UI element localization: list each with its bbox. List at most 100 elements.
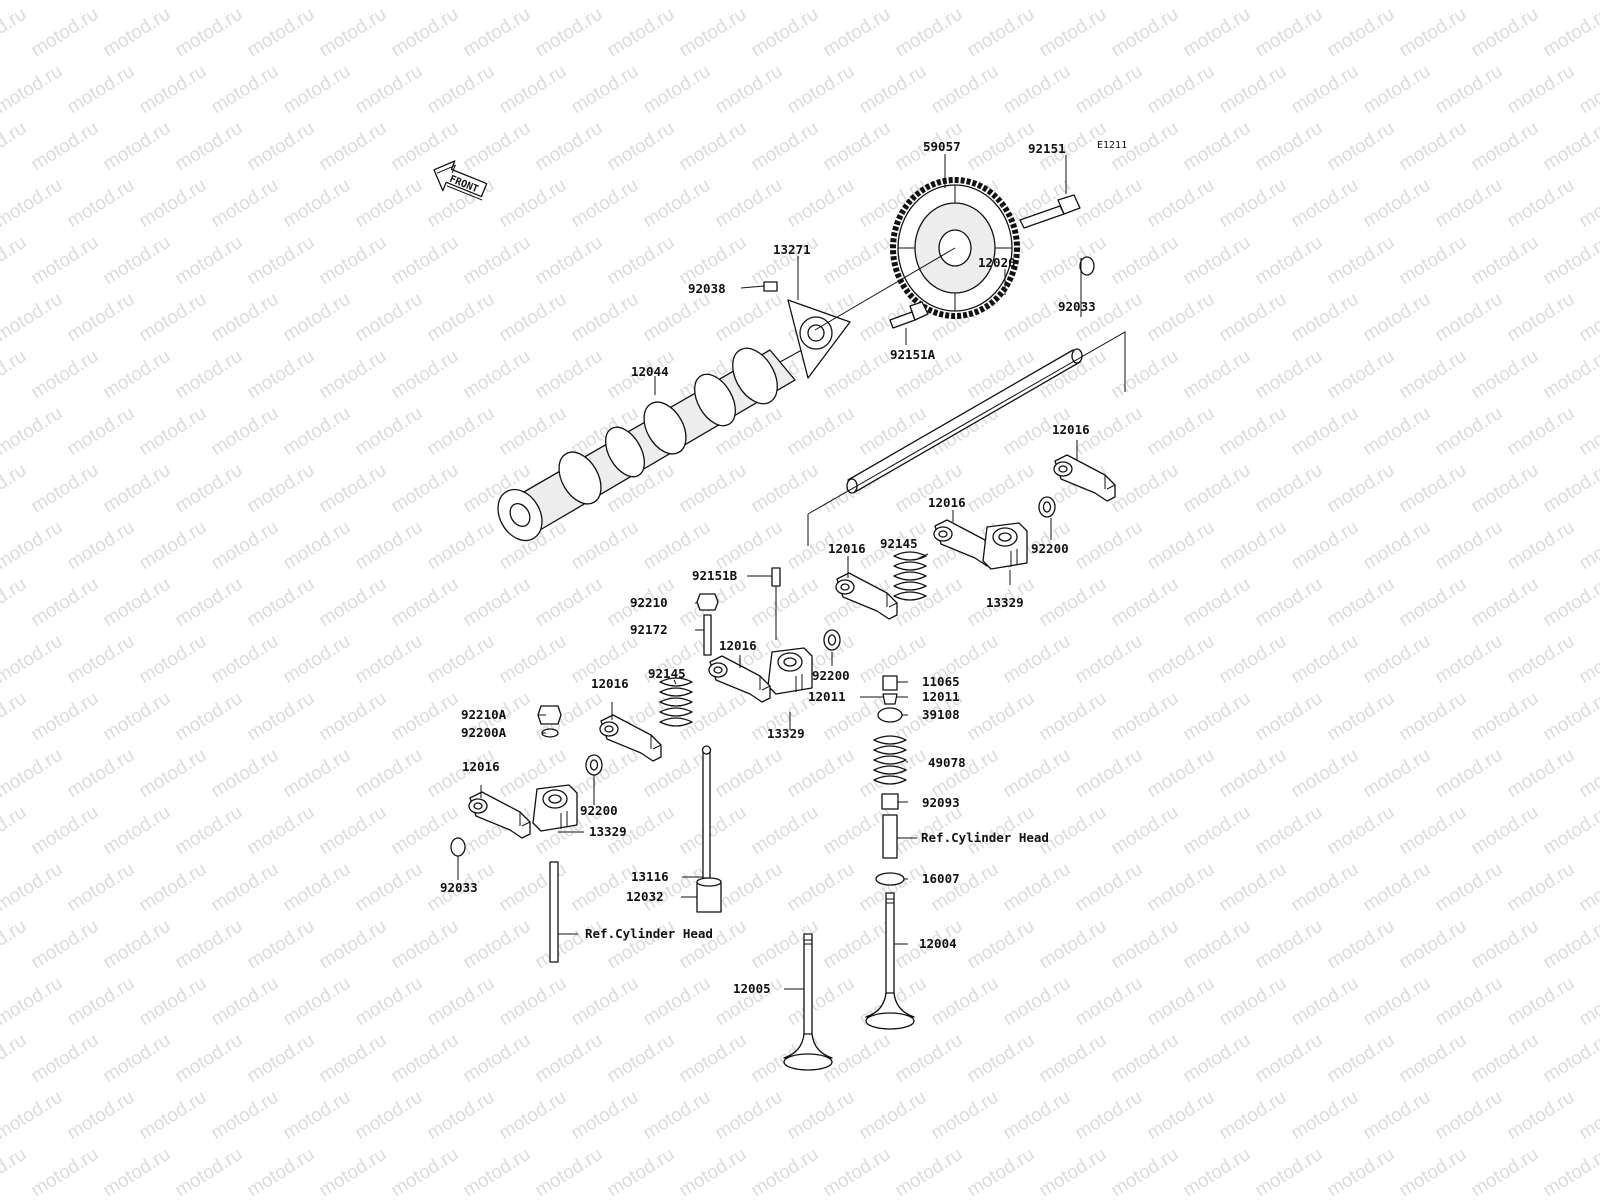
watermark-text: motod.ru [1072, 859, 1147, 917]
watermark-text: motod.ru [208, 745, 283, 803]
watermark-text: motod.ru [676, 118, 751, 176]
watermark-text: motod.ru [496, 1087, 571, 1145]
watermark-text: motod.ru [136, 0, 211, 4]
circlip-92033[interactable] [450, 837, 466, 857]
watermark-text: motod.ru [784, 1087, 859, 1145]
watermark-text: motod.ru [280, 61, 355, 119]
seal-92093[interactable] [881, 793, 899, 810]
key-92038[interactable] [763, 281, 778, 292]
valve-guide[interactable] [882, 814, 898, 859]
watermark-text: motod.ru [676, 1030, 751, 1088]
watermark-text: motod.ru [1036, 574, 1111, 632]
spring-92145[interactable] [893, 551, 927, 601]
watermark-text: motod.ru [352, 175, 427, 233]
watermark-text: motod.ru [28, 574, 103, 632]
tappet-12032[interactable] [696, 877, 722, 913]
washer-92200[interactable] [1038, 496, 1056, 518]
cotter-12011[interactable] [882, 693, 898, 705]
watermark-text: motod.ru [1576, 61, 1600, 119]
label-12016-d: 12016 [719, 638, 757, 653]
camshaft-12044[interactable] [489, 339, 821, 548]
watermark-text: motod.ru [28, 118, 103, 176]
adjuster-screw-92172[interactable] [703, 614, 712, 656]
watermark-text: motod.ru [1576, 403, 1600, 461]
retainer-39108[interactable] [877, 707, 903, 723]
watermark-text: motod.ru [1468, 118, 1543, 176]
watermark-text: motod.ru [1252, 346, 1327, 404]
cap-11065[interactable] [882, 675, 898, 691]
watermark-text: motod.ru [1252, 460, 1327, 518]
washer-92200[interactable] [823, 629, 841, 651]
watermark-text: motod.ru [1432, 1087, 1507, 1145]
gear-59057[interactable] [814, 177, 1020, 331]
label-92210: 92210 [630, 595, 668, 610]
watermark-text: motod.ru [100, 916, 175, 974]
watermark-text: motod.ru [1180, 232, 1255, 290]
bracket-13329[interactable] [982, 522, 1028, 570]
watermark-text: motod.ru [712, 859, 787, 917]
watermark-text: motod.ru [1576, 859, 1600, 917]
rocker-shaft-12020[interactable] [807, 331, 1126, 546]
bolt-92151[interactable] [1019, 194, 1081, 229]
watermark-text: motod.ru [856, 61, 931, 119]
pushrod-13116[interactable] [701, 745, 712, 879]
watermark-text: motod.ru [1180, 346, 1255, 404]
watermark-text: motod.ru [1324, 916, 1399, 974]
watermark-text: motod.ru [1000, 61, 1075, 119]
watermark-text: motod.ru [604, 118, 679, 176]
circlip-92033[interactable] [1079, 256, 1095, 276]
watermark-text: motod.ru [532, 1030, 607, 1088]
bolt-92151A[interactable] [889, 301, 929, 329]
watermark-text: motod.ru [424, 631, 499, 689]
watermark-text: motod.ru [1216, 859, 1291, 917]
label-92151B: 92151B [692, 568, 738, 583]
watermark-text: motod.ru [1504, 0, 1579, 4]
watermark-text: motod.ru [1180, 1030, 1255, 1088]
watermark-text: motod.ru [352, 973, 427, 1031]
screw-92151B[interactable] [771, 567, 781, 587]
watermark-text: motod.ru [964, 916, 1039, 974]
watermark-text: motod.ru [1180, 118, 1255, 176]
watermark-text: motod.ru [1468, 346, 1543, 404]
bracket-13329[interactable] [532, 784, 578, 832]
watermark-text: motod.ru [1288, 745, 1363, 803]
watermark-text: motod.ru [0, 0, 66, 4]
watermark-text: motod.ru [1072, 61, 1147, 119]
watermark-text: motod.ru [0, 403, 66, 461]
stud-bolt[interactable] [549, 861, 559, 963]
watermark-text: motod.ru [1288, 289, 1363, 347]
watermark-text: motod.ru [280, 403, 355, 461]
watermark-text: motod.ru [712, 517, 787, 575]
watermark-text: motod.ru [280, 745, 355, 803]
watermark-text: motod.ru [1252, 1144, 1327, 1200]
label-92145-b: 92145 [648, 666, 686, 681]
watermark-text: motod.ru [1324, 460, 1399, 518]
watermark-text: motod.ru [1468, 1030, 1543, 1088]
watermark-text: motod.ru [0, 859, 66, 917]
watermark-text: motod.ru [1540, 1030, 1600, 1088]
watermark-text: motod.ru [388, 916, 463, 974]
watermark-text: motod.ru [820, 916, 895, 974]
watermark-text: motod.ru [496, 859, 571, 917]
watermark-text: motod.ru [100, 232, 175, 290]
watermark-text: motod.ru [640, 973, 715, 1031]
watermark-text: motod.ru [1396, 118, 1471, 176]
watermark-text: motod.ru [1432, 973, 1507, 1031]
watermark-text: motod.ru [280, 973, 355, 1031]
spring-92145[interactable] [659, 677, 693, 727]
watermark-text: motod.ru [1540, 688, 1600, 746]
watermark-text: motod.ru [568, 61, 643, 119]
watermark-text: motod.ru [244, 916, 319, 974]
watermark-text: motod.ru [28, 460, 103, 518]
nut-92210[interactable] [696, 593, 719, 611]
watermark-text: motod.ru [172, 346, 247, 404]
label-13329-c: 13329 [589, 824, 627, 839]
watermark-text: motod.ru [0, 631, 66, 689]
bracket-13329[interactable] [767, 647, 813, 695]
watermark-text: motod.ru [1504, 973, 1579, 1031]
watermark-text: motod.ru [1396, 688, 1471, 746]
watermark-text: motod.ru [1216, 517, 1291, 575]
seat-16007[interactable] [875, 872, 905, 886]
label-12004: 12004 [919, 936, 957, 951]
washer-92200[interactable] [585, 754, 603, 776]
